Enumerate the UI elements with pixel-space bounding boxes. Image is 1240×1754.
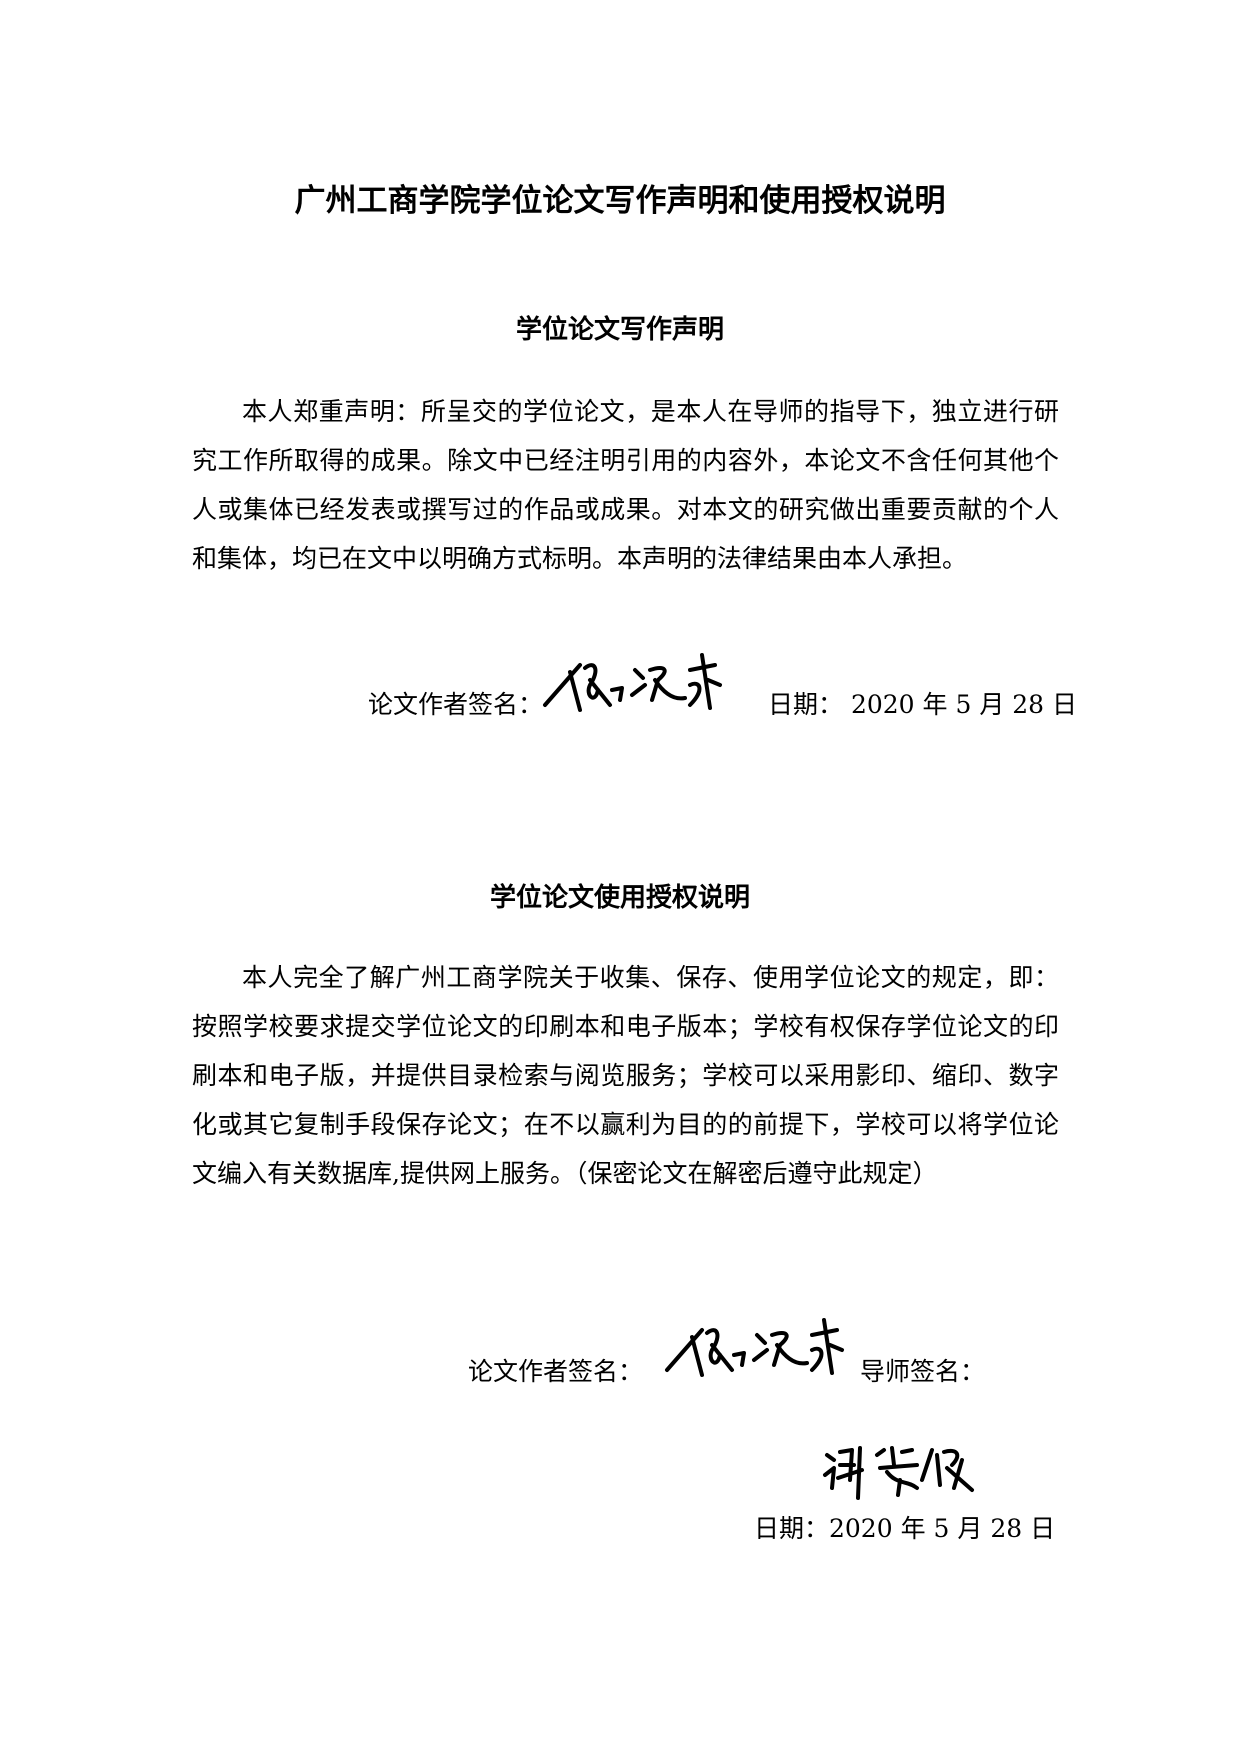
paragraph-line: 刷本和电子版，并提供目录检索与阅览服务；学校可以采用影印、缩印、数字 bbox=[192, 1061, 1059, 1090]
advisor-signature-label: 导师签名： bbox=[860, 1357, 986, 1386]
paragraph-line: 和集体，均已在文中以明确方式标明。本声明的法律结果由本人承担。 bbox=[192, 544, 968, 573]
paragraph-line: 本人郑重声明：所呈交的学位论文，是本人在导师的指导下，独立进行研 bbox=[242, 397, 1059, 426]
paragraph-line: 按照学校要求提交学位论文的印刷本和电子版本；学校有权保存学位论文的印 bbox=[192, 1012, 1059, 1041]
authorization-heading: 学位论文使用授权说明 bbox=[489, 883, 750, 913]
paragraph-line: 化或其它复制手段保存论文；在不以赢利为目的的前提下，学校可以将学位论 bbox=[192, 1110, 1059, 1139]
author-signature bbox=[543, 653, 722, 712]
author-signature-label-2: 论文作者签名： bbox=[468, 1357, 644, 1386]
author-signature-2 bbox=[665, 1318, 844, 1377]
paragraph-line: 人或集体已经发表或撰写过的作品或成果。对本文的研究做出重要贡献的个人 bbox=[192, 495, 1059, 524]
advisor-signature bbox=[823, 1446, 974, 1500]
authorization-paragraph: 本人完全了解广州工商学院关于收集、保存、使用学位论文的规定，即： 按照学校要求提… bbox=[192, 953, 1059, 1198]
declaration-heading: 学位论文写作声明 bbox=[515, 315, 724, 345]
paragraph-line: 究工作所取得的成果。除文中已经注明引用的内容外，本论文不含任何其他个 bbox=[192, 446, 1059, 475]
paragraph-line: 本人完全了解广州工商学院关于收集、保存、使用学位论文的规定，即： bbox=[242, 963, 1059, 992]
document-title: 广州工商学院学位论文写作声明和使用授权说明 bbox=[294, 183, 946, 219]
authorization-date: 日期：2020 年 5 月 28 日 bbox=[754, 1514, 1056, 1543]
author-signature-label: 论文作者签名： bbox=[368, 690, 544, 719]
declaration-paragraph: 本人郑重声明：所呈交的学位论文，是本人在导师的指导下，独立进行研 究工作所取得的… bbox=[192, 387, 1059, 583]
declaration-date: 日期： 2020 年 5 月 28 日 bbox=[768, 690, 1078, 719]
paragraph-line: 文编入有关数据库,提供网上服务。（保密论文在解密后遵守此规定） bbox=[192, 1159, 938, 1188]
